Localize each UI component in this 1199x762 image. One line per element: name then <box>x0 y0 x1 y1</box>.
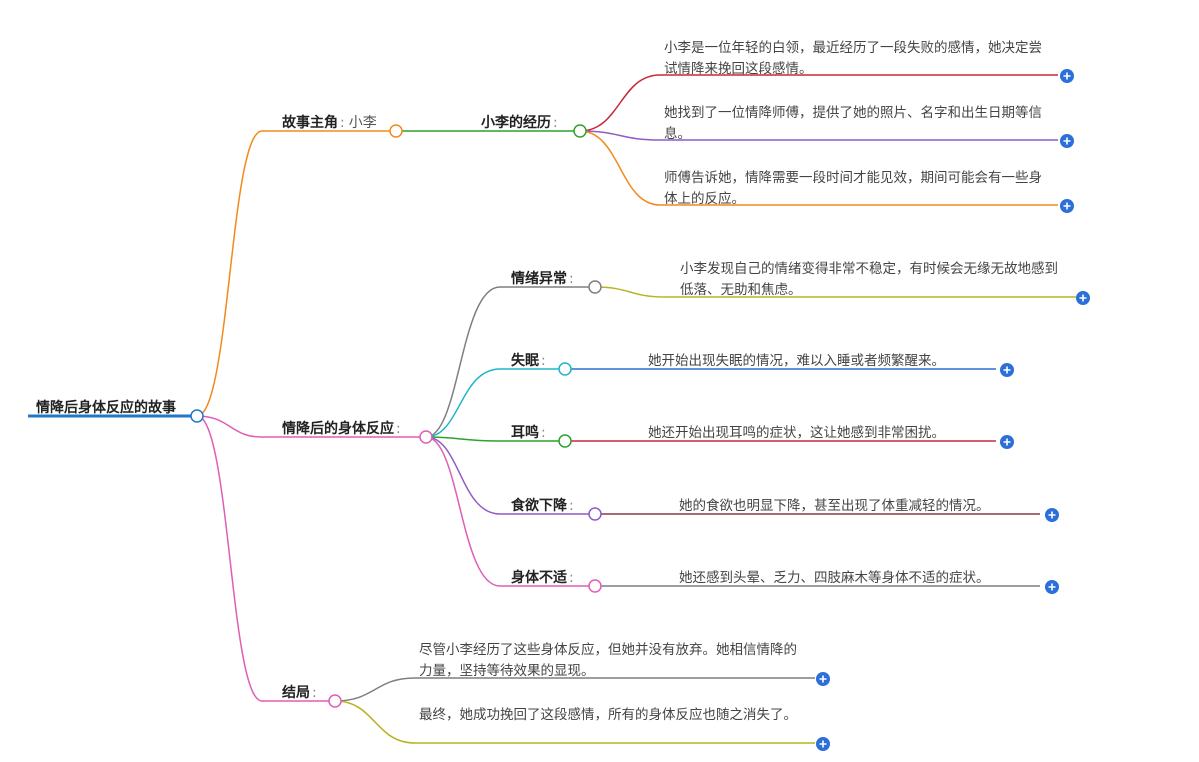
ending-leaf-1[interactable]: 尽管小李经历了这些身体反应，但她并没有放弃。她相信情降的力量，坚持等待效果的显现… <box>419 642 797 679</box>
root-node-toggle[interactable] <box>190 409 204 423</box>
edge-react-1-leaf <box>594 286 1076 298</box>
expand-plus-icon[interactable] <box>1000 363 1014 377</box>
react-tinnitus-leaf[interactable]: 她还开始出现耳鸣的症状，这让她感到非常困扰。 <box>648 425 945 441</box>
edge-root-protagonist <box>196 130 396 417</box>
experience-node-toggle[interactable] <box>573 124 587 138</box>
node-react-insomnia[interactable]: 失眠: <box>511 353 546 369</box>
edge-ending-leaf-2 <box>334 700 815 744</box>
edge-root-reactions <box>196 415 426 438</box>
expand-plus-icon[interactable] <box>1060 69 1074 83</box>
node-protagonist[interactable]: 故事主角:小李 <box>282 115 377 131</box>
edge-exp-leaf-1 <box>579 74 1058 132</box>
node-react-tinnitus[interactable]: 耳鸣: <box>511 425 546 441</box>
edge-react-1 <box>425 286 595 438</box>
edge-react-5 <box>425 436 595 587</box>
node-react-appetite[interactable]: 食欲下降: <box>511 498 574 514</box>
react-emotion-leaf[interactable]: 小李发现自己的情绪变得非常不稳定，有时候会无缘无故地感到低落、无助和焦虑。 <box>680 261 1058 298</box>
protagonist-label: 故事主角 <box>282 115 338 131</box>
expand-plus-icon[interactable] <box>1000 435 1014 449</box>
edge-root-ending <box>196 415 335 702</box>
reactions-node-toggle[interactable] <box>419 430 433 444</box>
expand-plus-icon[interactable] <box>1060 134 1074 148</box>
react-5-node-toggle[interactable] <box>588 579 602 593</box>
root-topic[interactable]: 情降后身体反应的故事 <box>36 397 176 417</box>
edge-react-3 <box>425 436 565 442</box>
react-3-node-toggle[interactable] <box>558 434 572 448</box>
experience-leaf-1[interactable]: 小李是一位年轻的白领，最近经历了一段失败的感情，她决定尝试情降来挽回这段感情。 <box>664 40 1042 77</box>
react-4-node-toggle[interactable] <box>588 507 602 521</box>
protagonist-value: 小李 <box>348 115 377 131</box>
react-appetite-leaf[interactable]: 她的食欲也明显下降，甚至出现了体重减轻的情况。 <box>679 498 990 514</box>
root-label: 情降后身体反应的故事 <box>36 400 176 416</box>
node-reactions[interactable]: 情降后的身体反应: <box>282 421 401 437</box>
react-1-node-toggle[interactable] <box>588 280 602 294</box>
node-react-discomfort[interactable]: 身体不适: <box>511 570 574 586</box>
ending-label: 结局 <box>282 685 310 701</box>
expand-plus-icon[interactable] <box>816 672 830 686</box>
node-ending[interactable]: 结局: <box>282 685 317 701</box>
node-react-emotion[interactable]: 情绪异常: <box>511 271 574 287</box>
expand-plus-icon[interactable] <box>816 737 830 751</box>
expand-plus-icon[interactable] <box>1045 580 1059 594</box>
expand-plus-icon[interactable] <box>1060 199 1074 213</box>
node-experience[interactable]: 小李的经历: <box>481 115 558 131</box>
protagonist-node-toggle[interactable] <box>389 124 403 138</box>
react-discomfort-leaf[interactable]: 她还感到头晕、乏力、四肢麻木等身体不适的症状。 <box>679 570 990 586</box>
react-2-node-toggle[interactable] <box>558 362 572 376</box>
edge-exp-leaf-2 <box>579 130 1058 141</box>
edge-exp-leaf-3 <box>579 130 1058 206</box>
ending-node-toggle[interactable] <box>328 694 342 708</box>
expand-plus-icon[interactable] <box>1045 508 1059 522</box>
ending-leaf-2[interactable]: 最终，她成功挽回了这段感情，所有的身体反应也随之消失了。 <box>419 707 797 723</box>
edge-react-2 <box>425 368 565 438</box>
expand-plus-icon[interactable] <box>1076 291 1090 305</box>
experience-leaf-2[interactable]: 她找到了一位情降师傅，提供了她的照片、名字和出生日期等信息。 <box>664 105 1042 142</box>
edge-ending-leaf-1 <box>334 677 815 702</box>
experience-label: 小李的经历 <box>481 115 551 131</box>
react-insomnia-leaf[interactable]: 她开始出现失眠的情况，难以入睡或者频繁醒来。 <box>648 353 945 369</box>
experience-leaf-3[interactable]: 师傅告诉她，情降需要一段时间才能见效，期间可能会有一些身体上的反应。 <box>664 170 1042 207</box>
reactions-label: 情降后的身体反应 <box>282 421 394 437</box>
edge-react-4 <box>425 436 595 515</box>
